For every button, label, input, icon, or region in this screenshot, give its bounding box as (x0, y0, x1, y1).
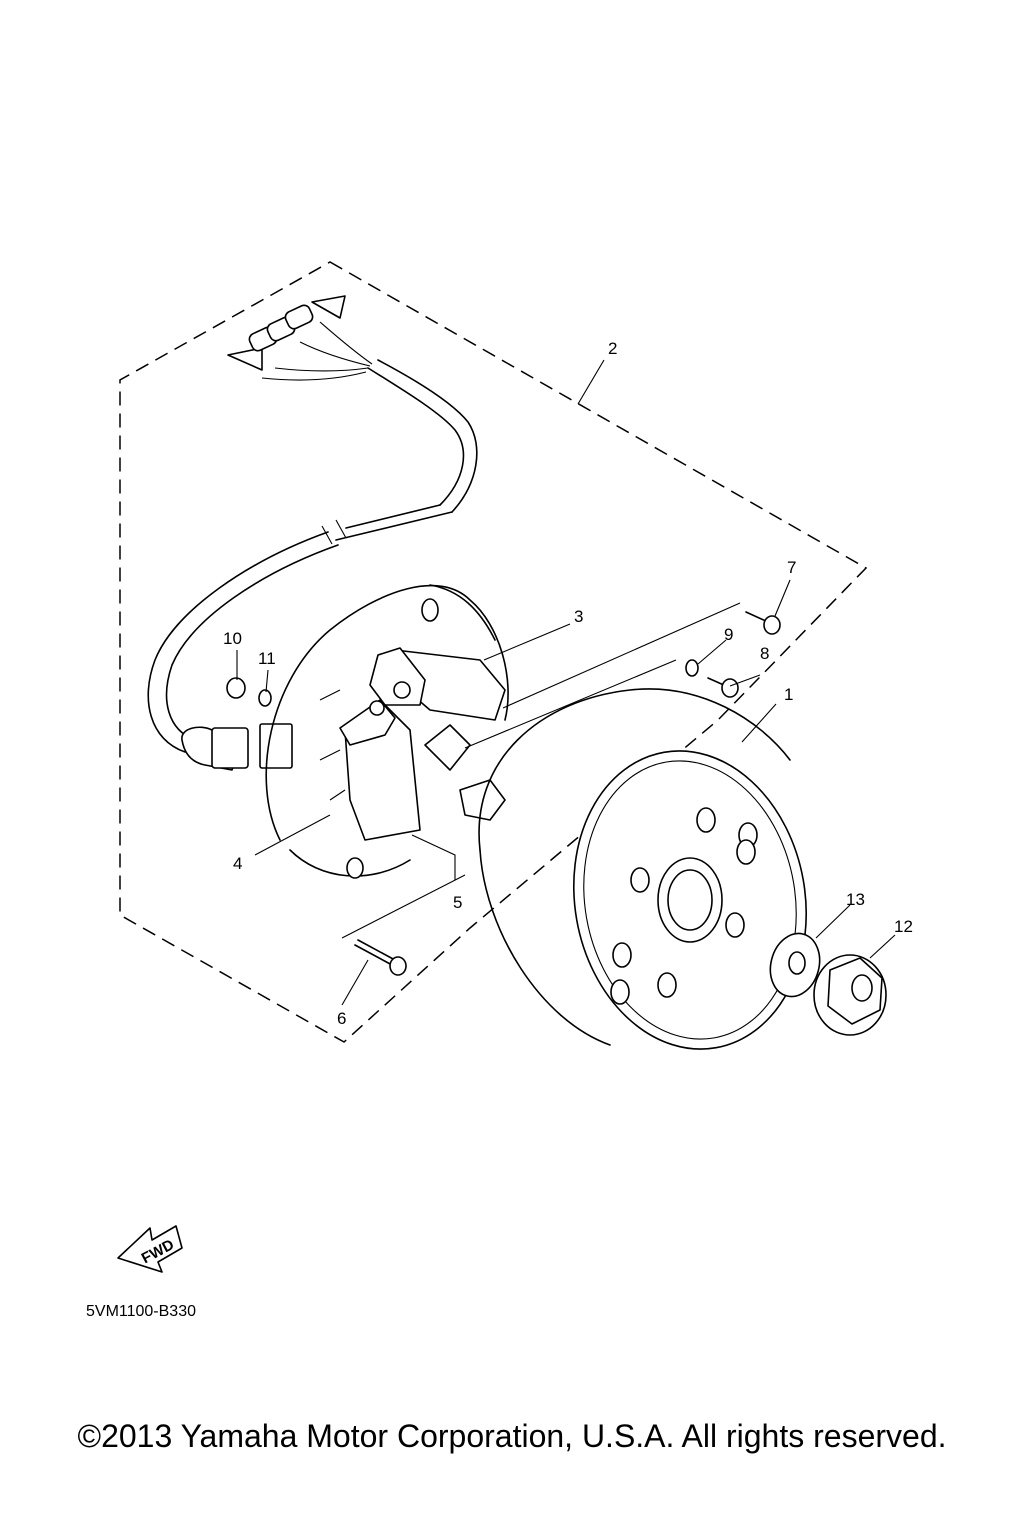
callout-2: 2 (608, 339, 617, 358)
wiring-harness (147, 295, 478, 771)
callout-11: 11 (258, 649, 276, 668)
callout-12: 12 (894, 917, 913, 936)
callout-1: 1 (784, 685, 793, 704)
leader-lines (236, 359, 896, 1006)
screw-6 (354, 939, 407, 976)
callout-8: 8 (760, 644, 769, 663)
copyright-notice: ©2013 Yamaha Motor Corporation, U.S.A. A… (77, 1418, 947, 1454)
callout-4: 4 (233, 854, 242, 873)
callout-7: 7 (787, 558, 796, 577)
callout-9: 9 (724, 625, 733, 644)
flange-nut (813, 954, 887, 1036)
washer (769, 932, 821, 998)
assembly-boundary-dashed (119, 261, 868, 1043)
callout-13: 13 (846, 890, 865, 909)
washer-11 (258, 689, 272, 707)
flywheel-rotor (478, 688, 808, 1050)
fwd-arrow-icon: FWD (117, 1225, 183, 1273)
callout-3: 3 (574, 607, 583, 626)
callout-6: 6 (337, 1009, 346, 1028)
screw-10 (226, 677, 246, 699)
screw-8 (707, 677, 739, 698)
screw-7 (745, 611, 781, 635)
washer-9 (685, 659, 699, 677)
stator-assembly (265, 584, 509, 879)
callout-10: 10 (223, 629, 242, 648)
part-number: 5VM1100-B330 (86, 1303, 196, 1320)
callout-5: 5 (453, 893, 462, 912)
